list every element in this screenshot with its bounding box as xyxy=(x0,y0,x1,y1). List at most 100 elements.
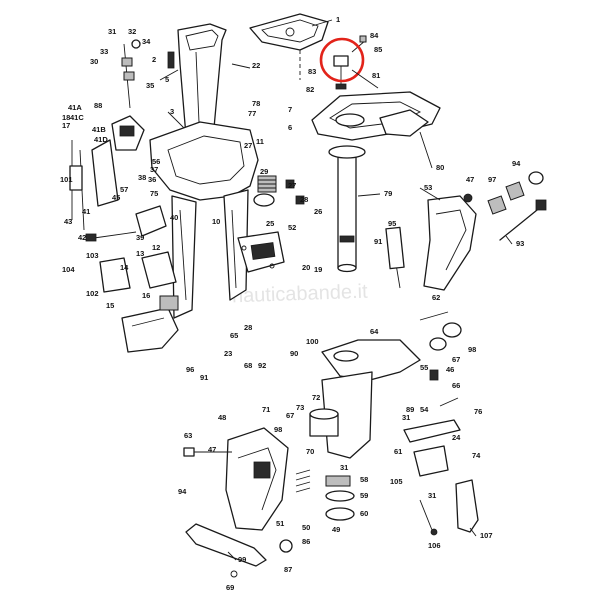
part-label: 61 xyxy=(394,447,402,456)
part-label: 19 xyxy=(314,265,322,274)
part-label: 50 xyxy=(302,523,310,532)
part-label: 30 xyxy=(90,57,98,66)
part-label: 67 xyxy=(286,411,294,420)
part-label: 23 xyxy=(224,349,232,358)
part-label: 41C xyxy=(70,113,84,122)
part-label: 53 xyxy=(424,183,432,192)
part-label: 41A xyxy=(68,103,82,112)
part-label: 26 xyxy=(314,207,322,216)
part-label: 93 xyxy=(516,239,524,248)
clamp-bolt-right xyxy=(463,171,547,241)
stern-bracket-right xyxy=(385,195,477,291)
lower-left-bracket xyxy=(99,251,179,353)
part-label: 31 xyxy=(428,491,436,500)
part-label: 11 xyxy=(256,137,264,146)
part-label: 41D xyxy=(94,135,108,144)
part-label: 86 xyxy=(302,537,310,546)
part-label: 79 xyxy=(384,189,392,198)
part-label: 40 xyxy=(170,213,178,222)
part-label: 32 xyxy=(128,27,136,36)
part-label: 20 xyxy=(302,263,310,272)
part-label: 75 xyxy=(150,189,158,198)
part-label: 103 xyxy=(86,251,99,260)
part-label: 89 xyxy=(406,405,414,414)
part-label: 71 xyxy=(262,405,270,414)
part-label: 83 xyxy=(308,67,316,76)
part-label: 104 xyxy=(62,265,75,274)
part-label: 38 xyxy=(138,173,146,182)
part-label: 96 xyxy=(186,365,194,374)
watermark-text: nauticabande.it xyxy=(232,281,369,308)
part-label: 60 xyxy=(360,509,368,518)
side-plate xyxy=(237,231,285,273)
part-label: 31 xyxy=(108,27,116,36)
part-label: 2 xyxy=(152,55,156,64)
part-label: 105 xyxy=(390,477,403,486)
shift-gear-assembly xyxy=(253,175,305,207)
part-label: 91 xyxy=(200,373,208,382)
part-label: 28 xyxy=(300,195,308,204)
part-label: 43 xyxy=(64,217,72,226)
part-label: 31 xyxy=(340,463,348,472)
part-label: 27 xyxy=(288,181,296,190)
part-label: 62 xyxy=(432,293,440,302)
part-labels: 1 2 3 5 6 7 10 11 12 13 14 15 16 17 18 1… xyxy=(60,15,524,592)
part-label: 46 xyxy=(446,365,454,374)
part-label: 107 xyxy=(480,531,493,540)
part-label: 82 xyxy=(306,85,314,94)
part-label: 94 xyxy=(178,487,187,496)
part-label: 74 xyxy=(472,451,481,460)
part-label: 63 xyxy=(184,431,192,440)
leader-lines xyxy=(159,19,513,561)
part-label: 98 xyxy=(274,425,282,434)
part-label: 36 xyxy=(148,175,156,184)
part-label: 97 xyxy=(488,175,496,184)
part-label: 34 xyxy=(142,37,151,46)
right-fittings xyxy=(403,311,462,477)
part-label: 67 xyxy=(452,355,460,364)
part-label: 1 xyxy=(336,15,340,24)
part-label: 22 xyxy=(252,61,260,70)
part-label: 13 xyxy=(136,249,144,258)
part-label: 6 xyxy=(288,123,292,132)
part-label: 57 xyxy=(120,185,128,194)
part-label: 76 xyxy=(474,407,482,416)
part-label: 100 xyxy=(306,337,319,346)
part-label: 15 xyxy=(106,301,114,310)
part-label: 5 xyxy=(165,75,169,84)
bolt-stack-upper-left xyxy=(121,39,175,109)
part-label: 72 xyxy=(312,393,320,402)
part-label: 3 xyxy=(170,107,174,116)
part-label: 56 xyxy=(152,157,160,166)
part-label: 41B xyxy=(92,125,106,134)
part-label: 7 xyxy=(288,105,292,114)
part-label: 58 xyxy=(360,475,368,484)
lower-clamp-bracket xyxy=(183,427,289,531)
part-label: 84 xyxy=(370,31,379,40)
tilt-lever xyxy=(185,523,267,578)
part-label: 33 xyxy=(100,47,108,56)
part-label: 66 xyxy=(452,381,460,390)
part-label: 68 xyxy=(244,361,252,370)
part-label: 77 xyxy=(248,109,256,118)
lower-swivel-bracket xyxy=(309,339,421,459)
part-label: 25 xyxy=(266,219,274,228)
part-label: 14 xyxy=(120,263,129,272)
part-label: 37 xyxy=(150,165,158,174)
part-label: 98 xyxy=(468,345,476,354)
swivel-bracket-top xyxy=(311,91,441,141)
washer-stack xyxy=(279,469,355,553)
part-label: 94 xyxy=(512,159,521,168)
part-label: 31 xyxy=(402,413,410,422)
part-label: 91 xyxy=(374,237,382,246)
part-label: 80 xyxy=(436,163,444,172)
left-linkage-cluster xyxy=(69,115,167,242)
top-cover-plate xyxy=(249,13,329,80)
part-label: 70 xyxy=(306,447,314,456)
latch-plate xyxy=(419,479,479,536)
part-label: 29 xyxy=(260,167,268,176)
part-label: 85 xyxy=(374,45,382,54)
part-label: 41 xyxy=(82,207,90,216)
part-label: 18 xyxy=(62,113,70,122)
